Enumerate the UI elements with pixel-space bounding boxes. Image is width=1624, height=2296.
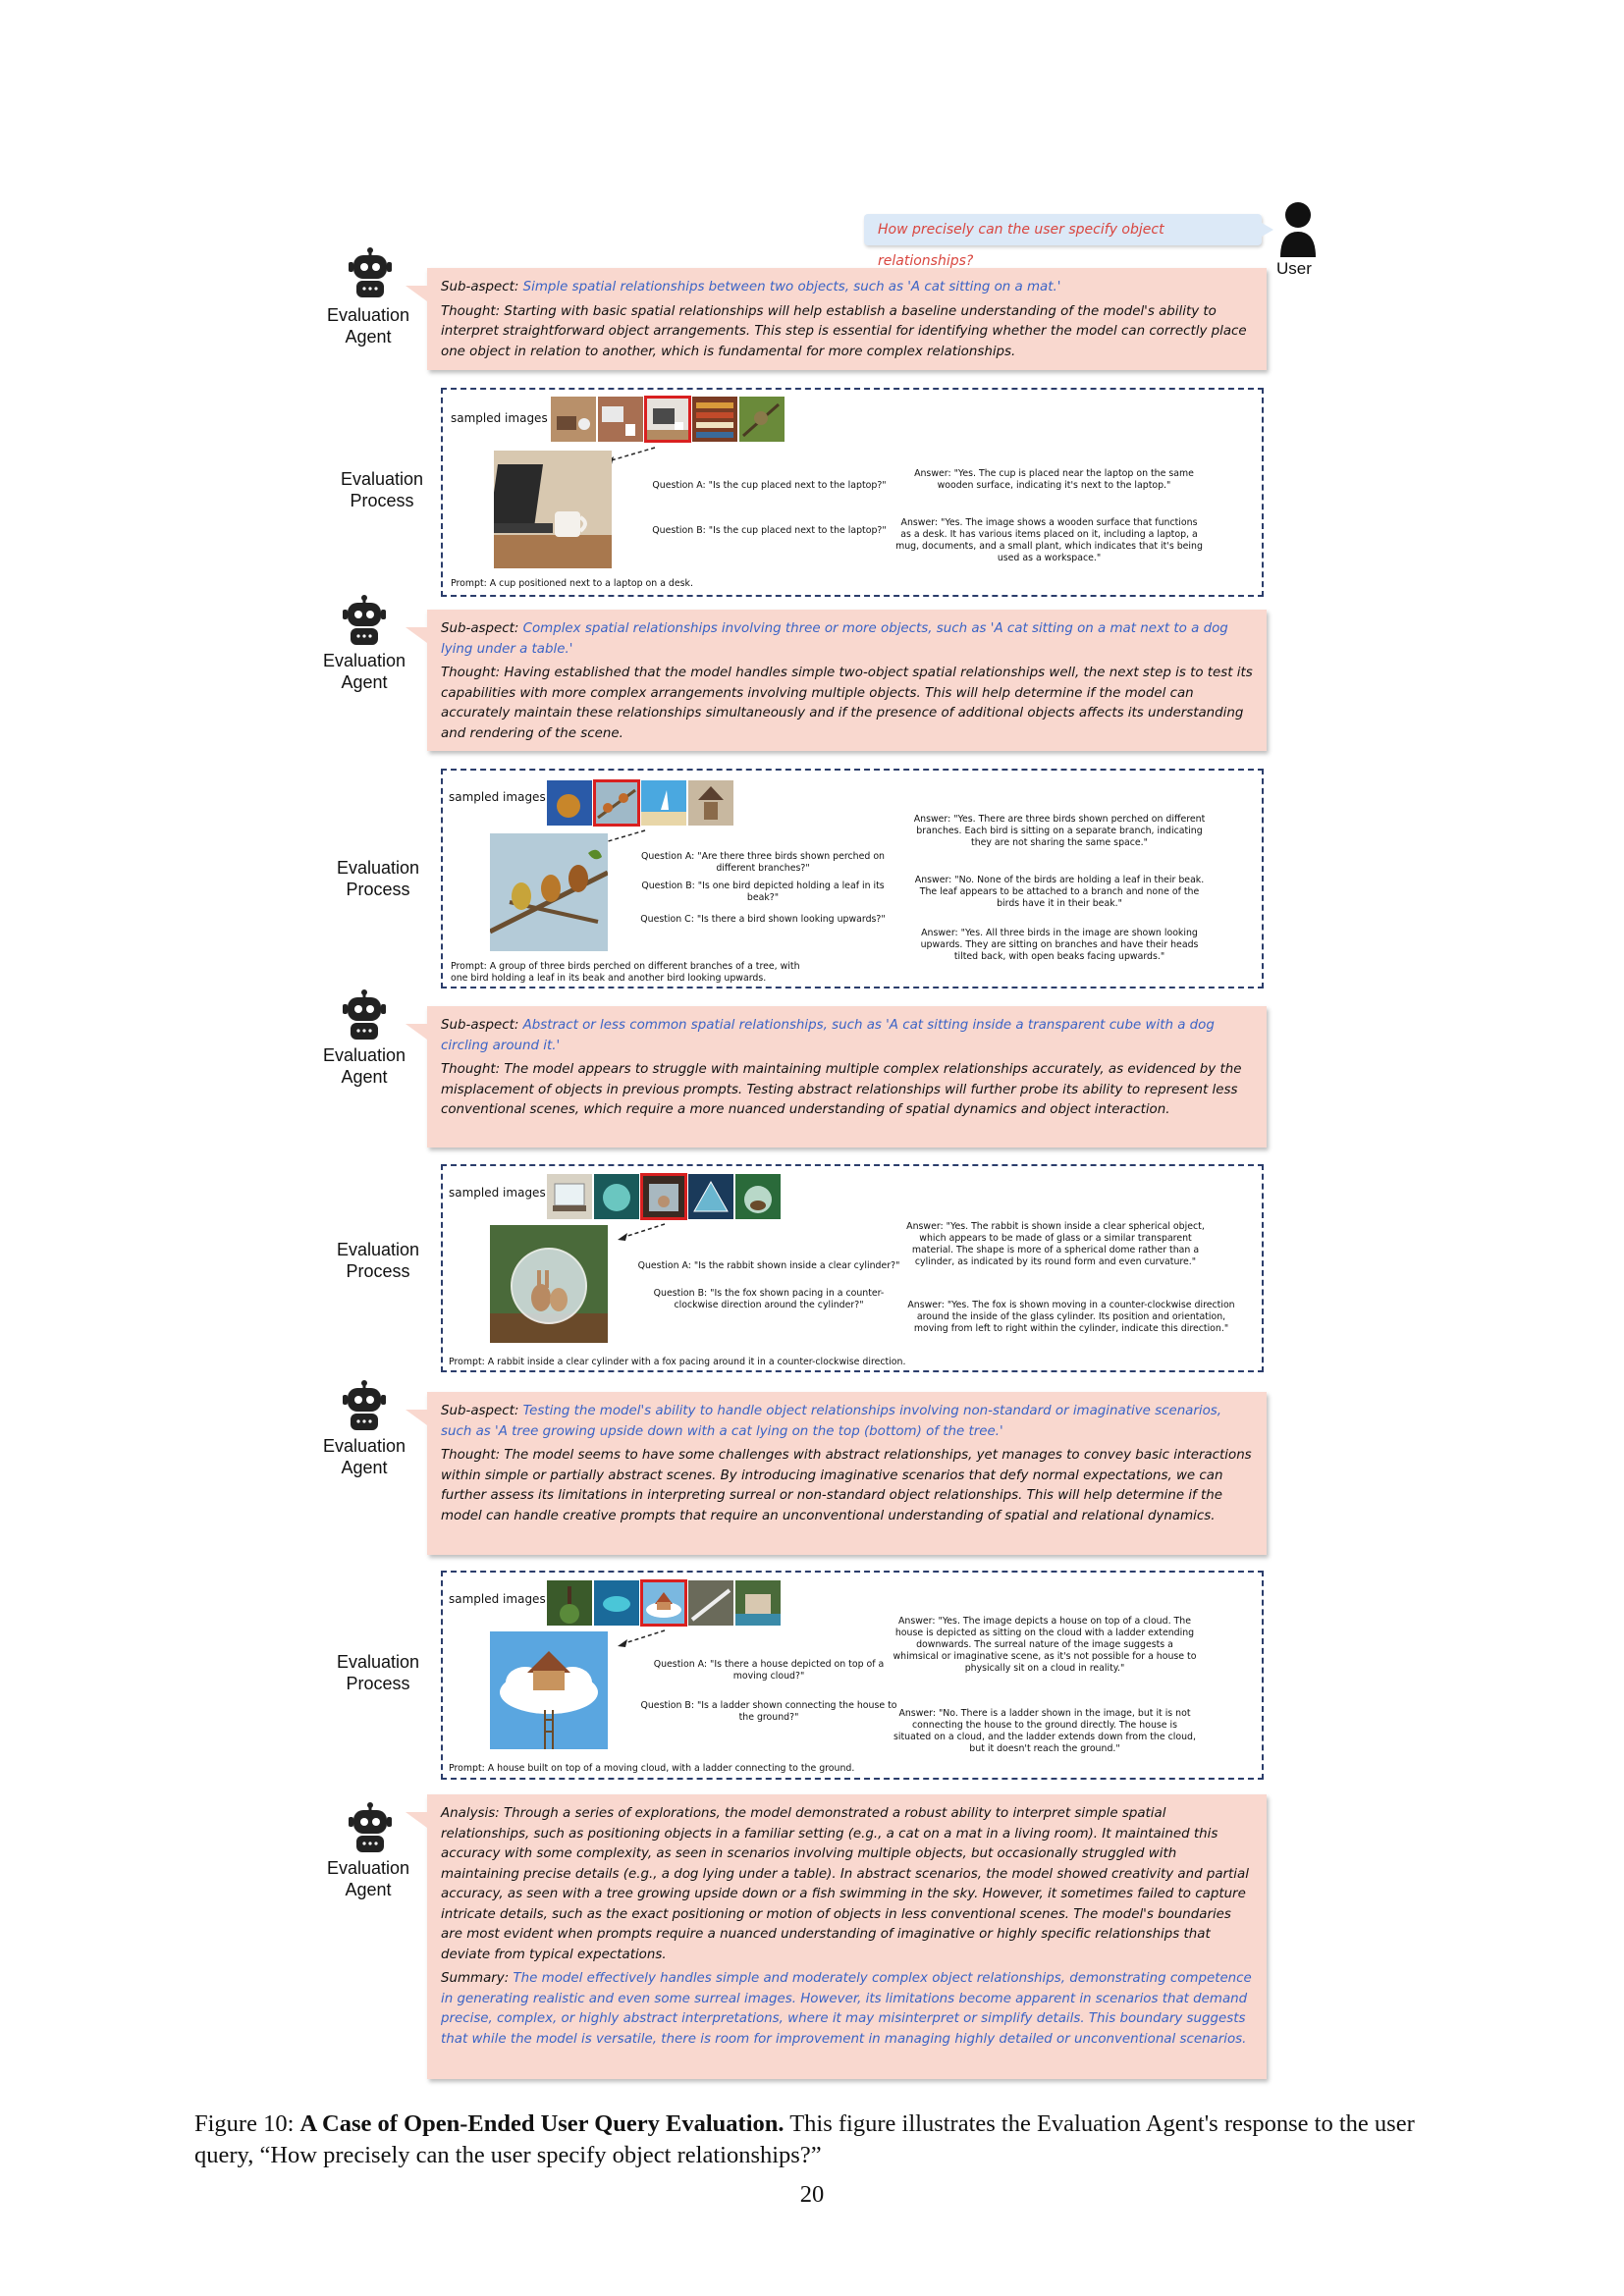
sample-thumb: [735, 1580, 781, 1626]
sample-thumb-selected: [644, 396, 691, 443]
thought-text: Thought: Starting with basic spatial rel…: [441, 303, 1247, 359]
evaluation-process-panel: sampled images Question A: "Is there a h…: [441, 1571, 1264, 1780]
robot-icon: [343, 989, 386, 1040]
thought-text: Thought: Having established that the mod…: [441, 666, 1253, 741]
generated-image: [490, 1631, 608, 1749]
answer-a: Answer: "Yes. There are three birds show…: [913, 814, 1206, 848]
sample-thumb: [735, 1174, 781, 1219]
question-a: Question A: "Is the rabbit shown inside …: [637, 1260, 900, 1271]
summary-text: The model effectively handles simple and…: [441, 1971, 1252, 2047]
answer-b: Answer: "Yes. The image shows a wooden s…: [895, 517, 1203, 563]
answer-a: Answer: "Yes. The image depicts a house …: [893, 1616, 1197, 1674]
sample-thumb-selected: [593, 779, 640, 827]
user-label: User: [1276, 259, 1312, 278]
sample-thumb: [594, 1580, 639, 1626]
answer-a: Answer: "Yes. The cup is placed near the…: [914, 468, 1194, 491]
answer-b: Answer: "Yes. The fox is shown moving in…: [907, 1300, 1235, 1334]
subaspect-text: Simple spatial relationships between two…: [522, 280, 1061, 294]
sample-thumb: [551, 397, 596, 442]
thought-text: Thought: The model appears to struggle w…: [441, 1062, 1242, 1117]
question-a: Question A: "Are there three birds shown…: [640, 851, 886, 874]
thought-text: Thought: The model seems to have some ch…: [441, 1448, 1252, 1523]
sampled-images-label: sampled images: [449, 1592, 546, 1606]
evaluation-process-panel: sampled images Question A: "Is the rabbi…: [441, 1164, 1264, 1372]
prompt-text: Prompt: A house built on top of a moving…: [449, 1763, 855, 1774]
sample-thumb: [641, 780, 686, 826]
question-b: Question B: "Is one bird depicted holdin…: [641, 881, 885, 903]
question-a: Question A: "Is there a house depicted o…: [653, 1659, 885, 1682]
figure-caption: Figure 10: A Case of Open-Ended User Que…: [194, 2110, 1415, 2168]
answer-b: Answer: "No. None of the birds are holdi…: [914, 875, 1205, 909]
robot-icon: [349, 1802, 392, 1852]
robot-icon: [343, 595, 386, 645]
subaspect-text: Complex spatial relationships involving …: [441, 621, 1228, 657]
generated-image: [490, 833, 608, 951]
sample-thumb: [692, 397, 737, 442]
question-b: Question B: "Is a ladder shown connectin…: [640, 1700, 897, 1723]
analysis-summary-box: Analysis: Through a series of exploratio…: [406, 1794, 1267, 2079]
sample-thumb: [547, 1580, 592, 1626]
user-icon: [1280, 202, 1316, 257]
question-b: Question B: "Is the cup placed next to t…: [652, 525, 887, 536]
sample-thumb: [739, 397, 785, 442]
analysis-text: Analysis: Through a series of exploratio…: [441, 1806, 1249, 1962]
agent-thought-box: Sub-aspect: Simple spatial relationships…: [406, 268, 1267, 370]
agent-thought-box: Sub-aspect: Abstract or less common spat…: [406, 1006, 1267, 1148]
robot-icon: [343, 1380, 386, 1430]
sample-thumb: [547, 1174, 592, 1219]
sample-thumb: [594, 1174, 639, 1219]
question-a: Question A: "Is the cup placed next to t…: [652, 480, 887, 491]
sample-thumb: [688, 1174, 733, 1219]
subaspect-text: Testing the model's ability to handle ob…: [441, 1404, 1222, 1439]
caption-title: A Case of Open-Ended User Query Evaluati…: [299, 2110, 785, 2137]
sampled-images-label: sampled images: [449, 1186, 546, 1200]
sample-thumb: [547, 780, 592, 826]
answer-c: Answer: "Yes. All three birds in the ima…: [920, 928, 1199, 962]
prompt-text: Prompt: A group of three birds perched o…: [451, 961, 800, 984]
sample-thumb-selected: [640, 1579, 687, 1627]
generated-image: [490, 1225, 608, 1343]
page-number: 20: [799, 2181, 825, 2208]
selection-arrow: [618, 1223, 666, 1241]
user-query-bubble: How precisely can the user specify objec…: [864, 214, 1273, 269]
agent-thought-box: Sub-aspect: Testing the model's ability …: [406, 1392, 1267, 1555]
question-c: Question C: "Is there a bird shown looki…: [640, 914, 886, 925]
generated-image: [494, 451, 612, 568]
sample-thumb-selected: [640, 1173, 687, 1220]
sampled-images-label: sampled images: [449, 790, 546, 804]
answer-a: Answer: "Yes. The rabbit is shown inside…: [906, 1221, 1205, 1267]
answer-b: Answer: "No. There is a ladder shown in …: [893, 1708, 1196, 1754]
robot-icon: [349, 247, 392, 297]
sampled-images-label: sampled images: [451, 411, 548, 425]
selection-arrow: [618, 1629, 666, 1647]
prompt-text: Prompt: A cup positioned next to a lapto…: [451, 578, 693, 589]
agent-thought-box: Sub-aspect: Complex spatial relationship…: [406, 610, 1267, 751]
evaluation-process-panel: sampled images Question A: "Is the cup p…: [441, 388, 1264, 597]
subaspect-text: Abstract or less common spatial relation…: [441, 1018, 1215, 1053]
evaluation-process-panel: sampled images Question A: "Are there th…: [441, 769, 1264, 988]
sample-thumb: [688, 780, 733, 826]
sample-thumb: [688, 1580, 733, 1626]
question-b: Question B: "Is the fox shown pacing in …: [653, 1288, 885, 1310]
sample-thumb: [598, 397, 643, 442]
prompt-text: Prompt: A rabbit inside a clear cylinder…: [449, 1357, 906, 1367]
